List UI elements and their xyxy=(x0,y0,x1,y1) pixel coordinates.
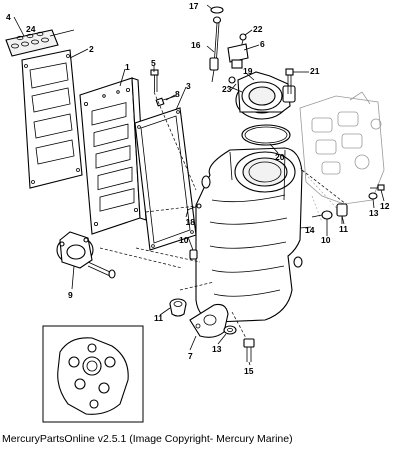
part-5-bolt xyxy=(150,69,159,92)
part-20-o-ring xyxy=(241,124,291,146)
callout-10-right: 10 xyxy=(321,235,331,245)
callout-17: 17 xyxy=(189,1,199,11)
part-9-pump xyxy=(56,231,116,279)
callout-10-left: 10 xyxy=(179,235,189,245)
callout-14: 14 xyxy=(305,225,315,235)
part-8-screw xyxy=(155,95,177,107)
callout-3: 3 xyxy=(186,81,191,91)
callout-5: 5 xyxy=(151,58,156,68)
part-4-gasket xyxy=(5,29,59,57)
part-17-cap xyxy=(210,6,224,24)
part-10-fitting-left xyxy=(189,249,198,260)
callout-18: 18 xyxy=(186,217,196,227)
part-3-gasket xyxy=(134,107,197,251)
part-18-pin xyxy=(186,203,202,211)
callout-19: 19 xyxy=(243,66,253,76)
callout-20: 20 xyxy=(275,152,285,162)
callout-11-left: 11 xyxy=(154,313,163,323)
assembly-leader-lines xyxy=(99,91,347,339)
callout-16: 16 xyxy=(191,40,201,50)
callout-13-right: 13 xyxy=(369,208,379,218)
part-16-sensor-rod xyxy=(209,22,220,83)
image-caption: MercuryPartsOnline v2.5.1 (Image Copyrig… xyxy=(2,433,293,445)
part-10-fitting-right xyxy=(311,210,333,220)
callout-13-bottom: 13 xyxy=(212,344,222,354)
part-21-bolt xyxy=(285,68,294,94)
part-13-washer-right xyxy=(368,192,378,200)
callout-21: 21 xyxy=(310,66,320,76)
part-13-washer-bottom xyxy=(223,325,237,335)
part-11-grommet-left xyxy=(169,298,187,317)
part-14-intake-manifold xyxy=(195,147,303,323)
callout-12: 12 xyxy=(380,201,390,211)
callout-8: 8 xyxy=(175,89,180,99)
part-6-sensor xyxy=(227,43,249,69)
callout-1: 1 xyxy=(125,62,130,72)
callout-22: 22 xyxy=(253,24,263,34)
part-19-throttle-body xyxy=(235,71,296,120)
callout-24: 24 xyxy=(26,24,36,34)
callout-4: 4 xyxy=(6,12,11,22)
part-11-sensor-right xyxy=(336,203,348,224)
part-1-adapter-plate xyxy=(79,77,147,235)
part-7-bracket xyxy=(189,303,229,338)
callout-23: 23 xyxy=(222,84,232,94)
engine-block-reference xyxy=(299,91,385,223)
callout-labels: 4 24 2 1 5 8 3 17 16 22 6 19 23 21 20 12… xyxy=(6,1,390,376)
callout-7: 7 xyxy=(188,351,193,361)
callout-11-right: 11 xyxy=(339,224,348,234)
callout-6: 6 xyxy=(260,39,265,49)
callout-15: 15 xyxy=(244,366,254,376)
part-15-bolt xyxy=(243,338,255,362)
callout-leaders xyxy=(13,4,385,366)
detail-inset xyxy=(42,325,144,423)
part-23-shaft xyxy=(227,76,243,93)
callout-2: 2 xyxy=(89,44,94,54)
callout-9: 9 xyxy=(68,290,73,300)
part-2-gasket-plate xyxy=(21,49,83,189)
